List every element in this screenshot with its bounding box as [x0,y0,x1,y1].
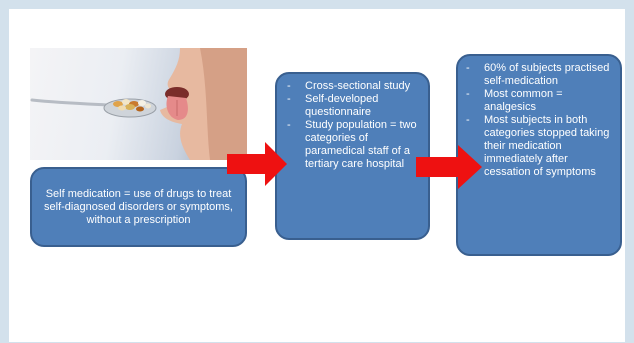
results-list: 60% of subjects practised self-medicatio… [462,62,614,179]
methods-item: Study population = two categories of par… [283,119,420,171]
definition-text: Self medication = use of drugs to treat … [44,187,233,226]
methods-item: Cross-sectional study [283,80,420,93]
methods-box: Cross-sectional study Self-developed que… [275,72,430,240]
results-item: Most subjects in both categories stopped… [462,114,614,179]
results-box: 60% of subjects practised self-medicatio… [456,54,622,256]
results-item: 60% of subjects practised self-medicatio… [462,62,614,88]
methods-item: Self-developed questionnaire [283,93,420,119]
right-arrow-icon [227,142,287,186]
results-item: Most common = analgesics [462,88,614,114]
methods-list: Cross-sectional study Self-developed que… [283,80,420,171]
pills-spoon-photo [30,48,247,160]
definition-box: Self medication = use of drugs to treat … [30,167,247,247]
right-arrow-icon [416,145,482,189]
